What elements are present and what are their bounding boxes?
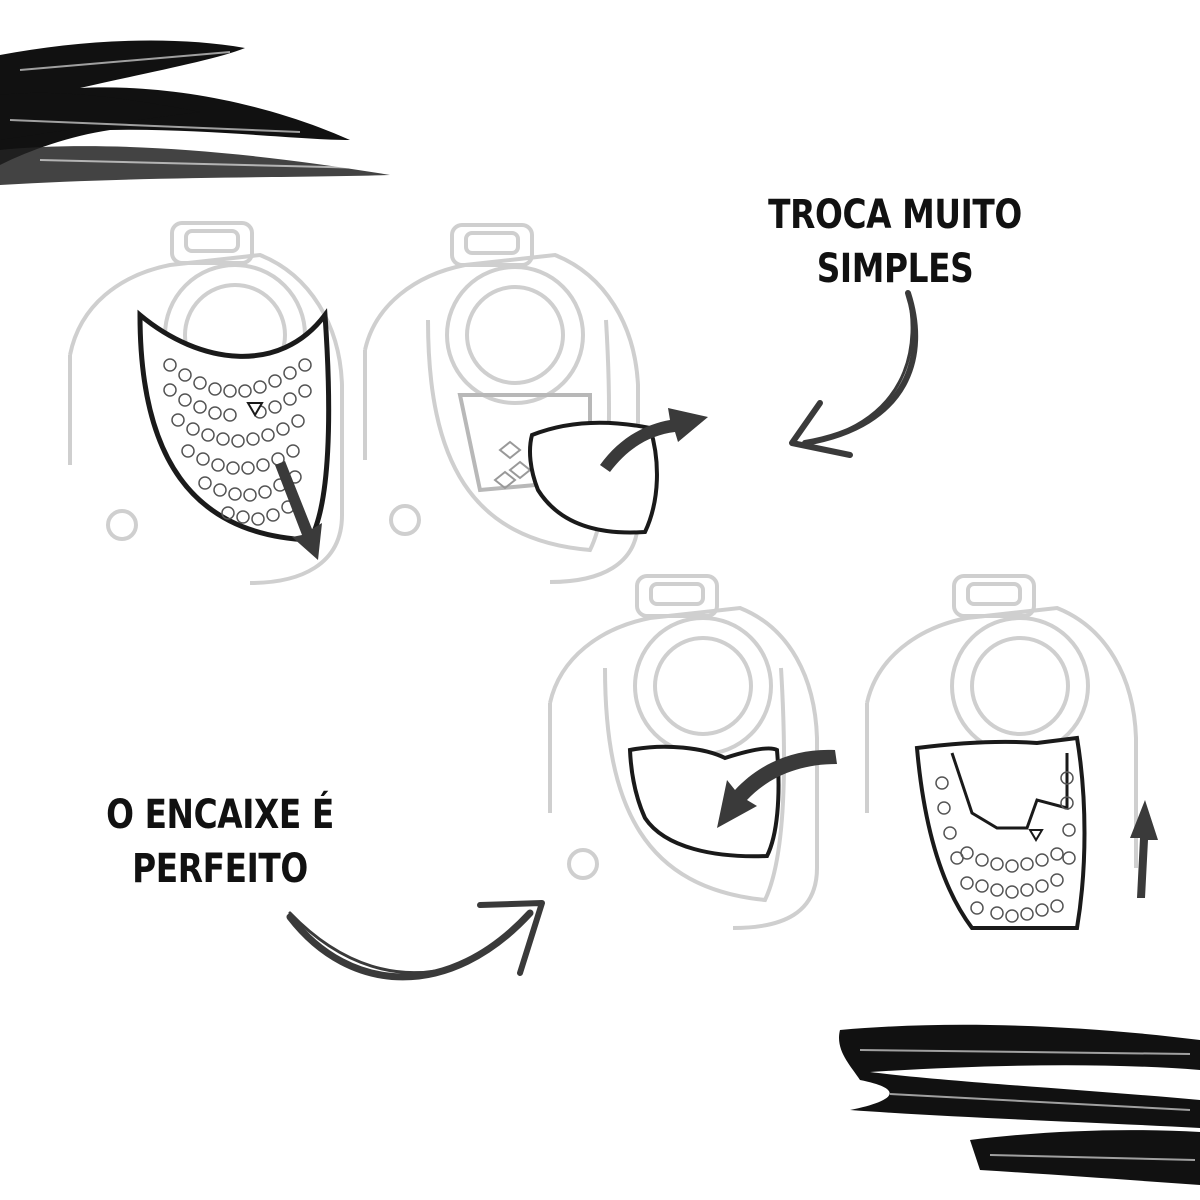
filter-pad-inserted [627,744,781,859]
arrow-in-left [717,749,837,828]
caption-encaixe-perfeito: O ENCAIXE É PERFEITO [85,788,356,896]
step-4-attach-grille [865,574,1158,930]
caption-bottom-line-1: O ENCAIXE É [106,792,334,838]
step-3-insert-filter [548,574,837,930]
step-2-remove-filter [363,223,708,584]
caption-troca-muito-simples: TROCA MUITO SIMPLES [752,188,1039,296]
curved-arrow-bottom [286,900,545,981]
arrow-down [275,461,322,560]
caption-bottom-line-2: PERFEITO [132,846,308,892]
step-1-remove-grille [68,221,344,585]
brush-stroke-top-left [0,40,390,185]
arrow-up [1130,800,1158,898]
caption-top-line-1: TROCA MUITO [768,192,1022,238]
arrow-out-right [600,408,708,472]
brush-stroke-bottom-right [839,1024,1200,1185]
grille [137,308,332,543]
curved-arrow-top [789,290,919,458]
caption-top-line-2: SIMPLES [816,246,974,292]
